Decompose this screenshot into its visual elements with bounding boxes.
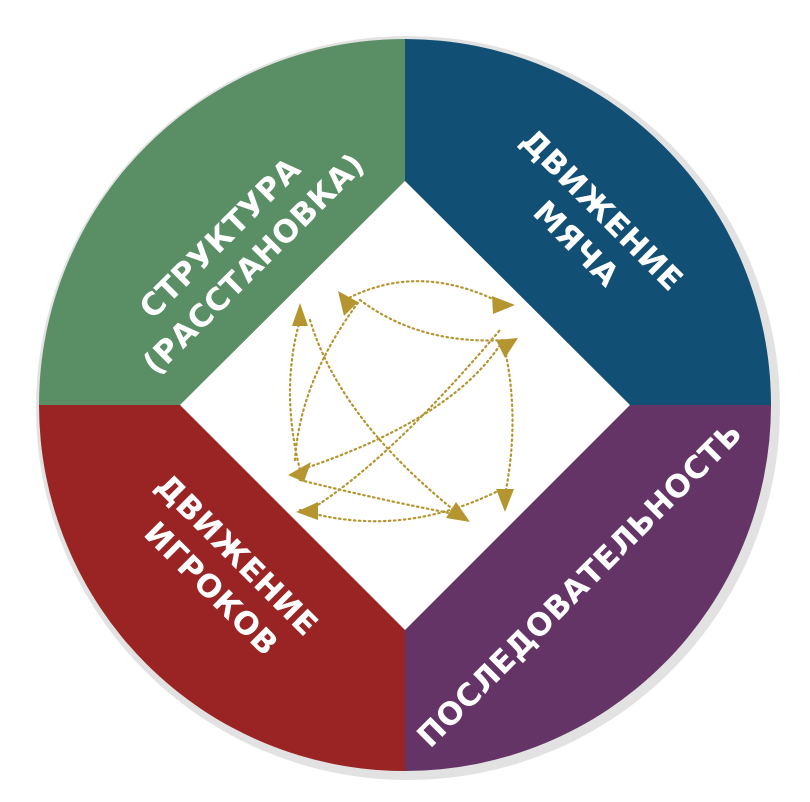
flow-arrows-icon (288, 280, 518, 523)
center-diamond (180, 181, 630, 630)
